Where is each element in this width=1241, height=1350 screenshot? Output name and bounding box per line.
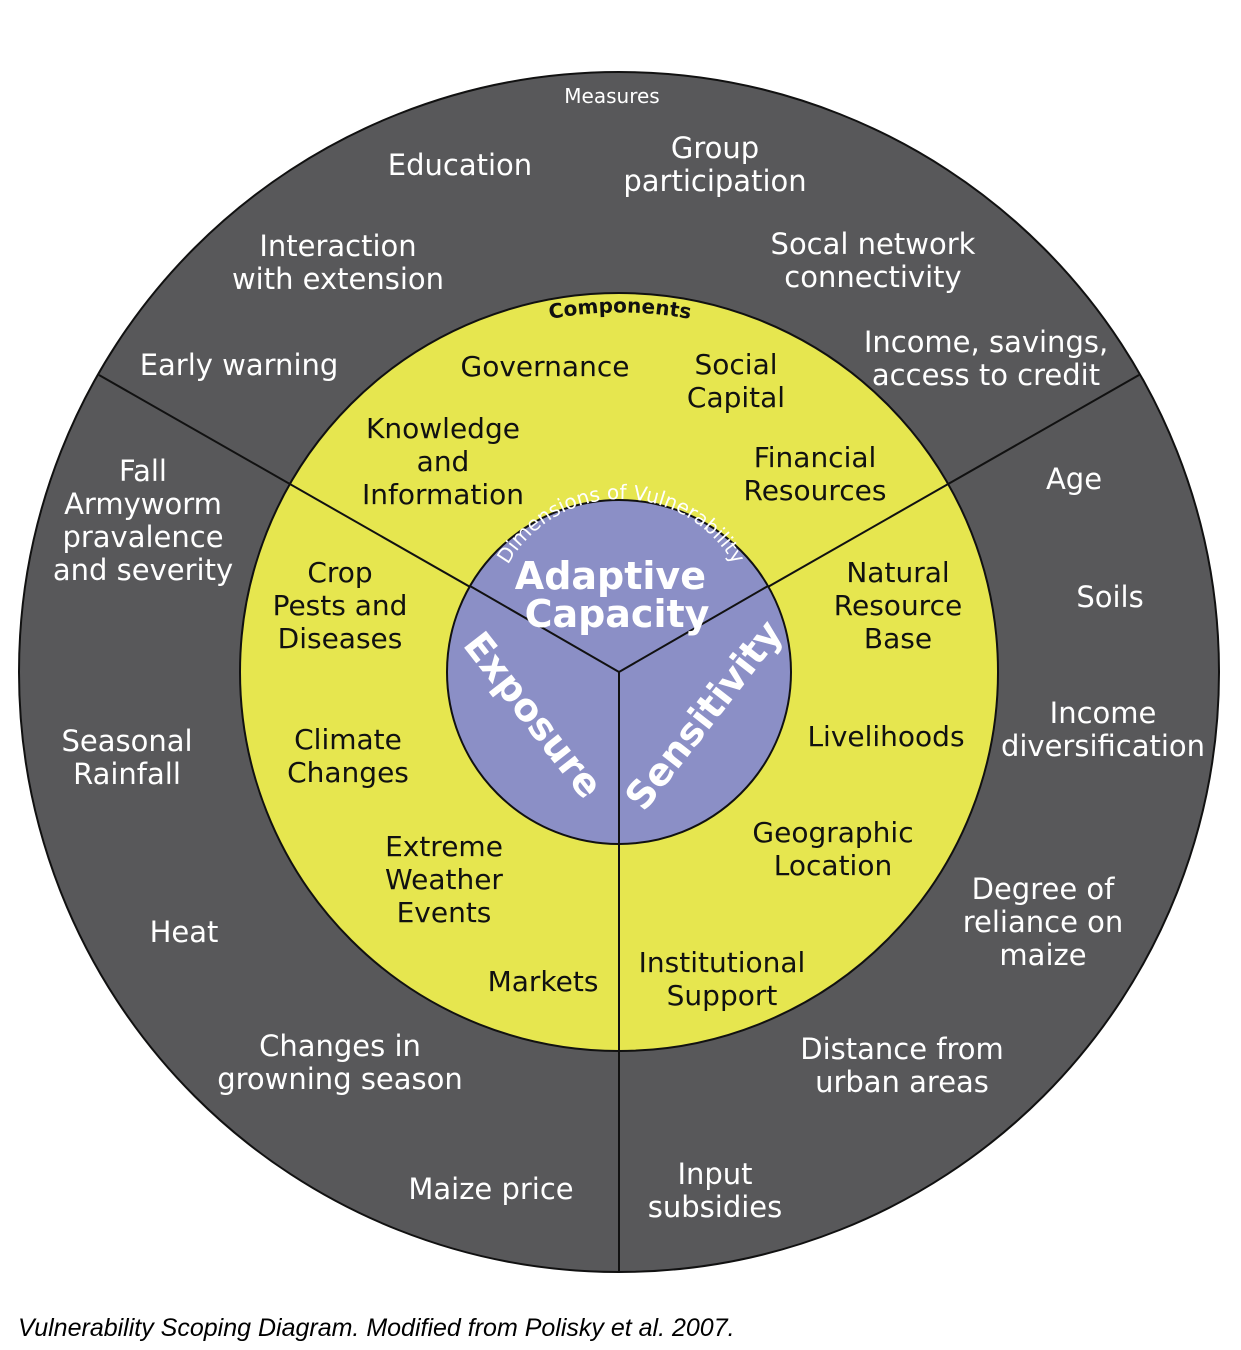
component-adaptive-capacity-1: Governance [461, 350, 630, 383]
measure-sensitivity-2: Soils [1076, 580, 1143, 614]
component-exposure-4: Markets [488, 965, 599, 998]
measure-exposure-3: Heat [150, 915, 219, 949]
measure-adaptive-capacity-5: Early warning [140, 348, 339, 382]
inner-divider-left [469, 585, 620, 673]
figure-caption: Vulnerability Scoping Diagram. Modified … [18, 1314, 735, 1342]
measure-sensitivity-1: Age [1046, 462, 1102, 496]
measure-adaptive-capacity-1: Education [388, 148, 532, 182]
measure-exposure-5: Maize price [408, 1172, 573, 1206]
vulnerability-diagram: Measures Components Dimensions of Vulner… [18, 71, 1220, 1273]
component-sensitivity-2: Livelihoods [807, 720, 964, 753]
measure-adaptive-capacity-6: Income, savings,access to credit [864, 325, 1108, 392]
inner-divider-right [618, 585, 769, 673]
measures-label: Measures [564, 84, 659, 108]
dimension-adaptive-capacity: Adaptive Capacity [515, 554, 719, 636]
